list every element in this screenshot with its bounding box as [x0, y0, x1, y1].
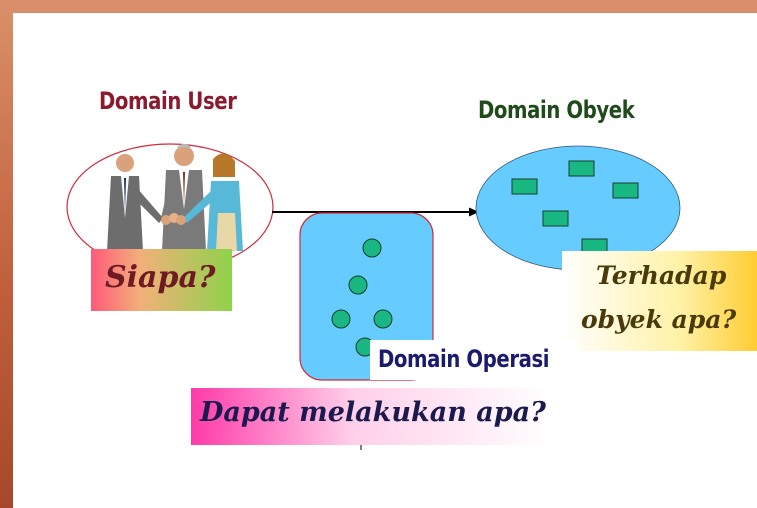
domain-user-title: Domain User [99, 87, 237, 115]
domain-operasi-title: Domain Operasi [378, 345, 550, 373]
domain-obyek-title: Domain Obyek [478, 96, 635, 124]
siapa-question: Siapa? [105, 260, 216, 295]
terhadap-question-line1: Terhadap [596, 261, 727, 290]
dapat-background [191, 388, 553, 445]
terhadap-question-line2: obyek apa? [581, 305, 737, 334]
slide-canvas: Domain User Domain Obyek Domain Operasi … [13, 13, 757, 508]
operation-circle-icon [331, 238, 393, 357]
domain-operasi-box [299, 212, 434, 381]
dapat-question: Dapat melakukan apa? [200, 397, 546, 428]
terhadap-background [562, 251, 757, 351]
people-handshake-icon [107, 144, 243, 251]
object-square-icon [511, 160, 639, 255]
siapa-background [91, 249, 232, 311]
flow-arrow-head [469, 207, 479, 217]
operasi-title-background [370, 340, 578, 380]
diagram-canvas [66, 143, 757, 450]
